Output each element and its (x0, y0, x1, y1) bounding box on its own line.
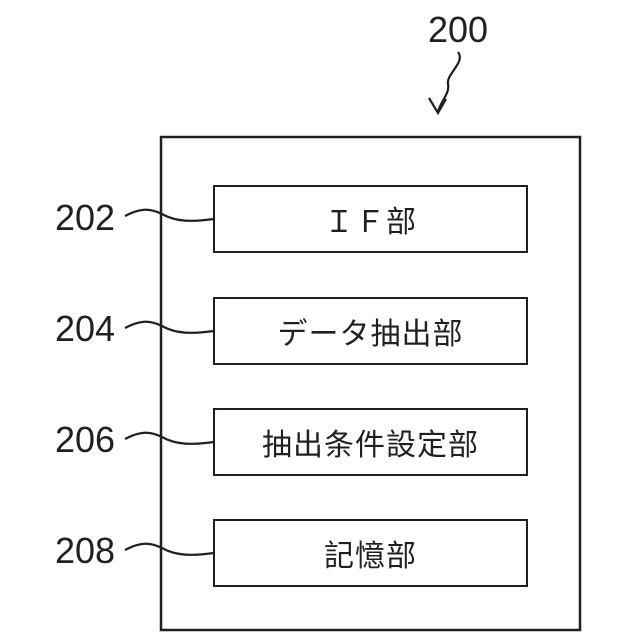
block-data-extraction-unit: データ抽出部 (213, 297, 528, 365)
leader-206 (125, 433, 214, 444)
block-ref-label-208: 208 (55, 533, 115, 569)
block-ref-label-206: 206 (55, 422, 115, 458)
block-ref-label-202: 202 (55, 200, 115, 236)
block-label-extraction-condition-setting-unit: 抽出条件設定部 (262, 420, 479, 464)
leader-202 (125, 210, 214, 221)
leader-208 (125, 544, 214, 555)
device-ref-label: 200 (428, 12, 488, 48)
block-extraction-condition-setting-unit: 抽出条件設定部 (213, 408, 528, 476)
block-label-if-unit: ＩＦ部 (324, 197, 417, 241)
block-ref-label-204: 204 (55, 311, 115, 347)
block-if-unit: ＩＦ部 (213, 185, 528, 253)
block-label-data-extraction-unit: データ抽出部 (278, 309, 464, 353)
block-storage-unit: 記憶部 (213, 519, 528, 587)
block-label-storage-unit: 記憶部 (324, 531, 417, 575)
leader-204 (125, 322, 214, 333)
device-ref-leader (438, 52, 460, 112)
